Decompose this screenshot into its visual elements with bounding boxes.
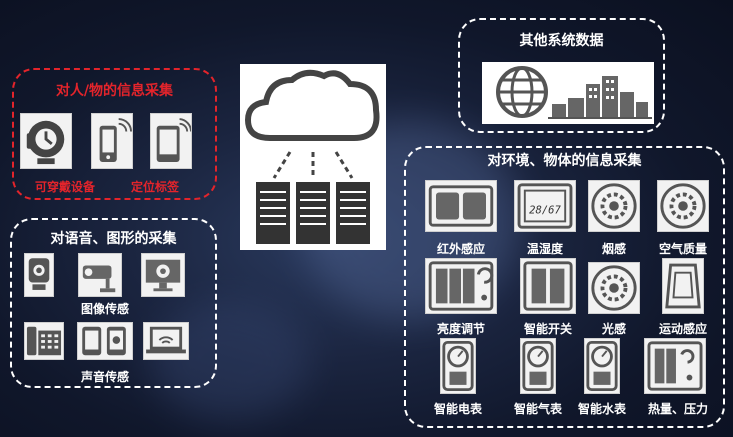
environment-collection-title: 对环境、物体的信息采集: [487, 153, 642, 169]
cloud-server-illustration: [240, 64, 386, 250]
electric-meter-icon: [440, 338, 476, 394]
wifi-laptop-icon: [143, 322, 189, 360]
gas-meter-icon: [520, 338, 556, 394]
wearable-device-label: 可穿戴设备: [34, 180, 95, 194]
smoke-detector-icon: [588, 180, 640, 232]
background-glow: [150, 300, 310, 420]
infrared-sensor-label: 红外感应: [436, 242, 485, 256]
smoke-detector-label: 烟感: [601, 242, 626, 256]
infrared-sensor-icon: [425, 180, 497, 232]
voice-image-collection-group: 对语音、图形的采集: [10, 218, 217, 388]
desk-phone-icon: [24, 322, 64, 360]
gas-meter-label: 智能气表: [513, 402, 562, 416]
personal-collection-title: 对人/物的信息采集: [55, 83, 174, 99]
smart-switch-label: 智能开关: [523, 322, 572, 336]
air-quality-icon: [657, 180, 709, 232]
other-systems-group: 其他系统数据: [458, 18, 665, 133]
other-systems-title: 其他系统数据: [519, 33, 604, 49]
electric-meter-label: 智能电表: [433, 402, 482, 416]
heat-pressure-label: 热量、压力: [647, 402, 708, 416]
voice-image-collection-title: 对语音、图形的采集: [50, 231, 177, 247]
location-tag-icon: [150, 113, 192, 169]
motion-sensor-icon: [662, 258, 704, 314]
brightness-control-icon: [425, 258, 497, 314]
thermo-hygrometer-label: 温湿度: [526, 242, 563, 256]
wearable-device-icon: [20, 113, 72, 169]
wearable-phone-icon: [91, 113, 133, 169]
water-meter-label: 智能水表: [577, 402, 626, 416]
sound-sensor-label: 声音传感: [80, 370, 129, 384]
thermo-hygrometer-icon: 28/67: [514, 180, 576, 232]
personal-collection-group: 对人/物的信息采集: [12, 68, 217, 200]
light-sensor-icon: [588, 262, 640, 314]
monitor-camera-icon: [141, 253, 185, 297]
light-sensor-label: 光感: [601, 322, 626, 336]
mobile-devices-icon: [77, 322, 133, 360]
security-camera-icon: [78, 253, 122, 297]
thermo-reading: 28/67: [529, 205, 561, 217]
brightness-control-label: 亮度调节: [436, 322, 485, 336]
webcam-icon: [24, 253, 54, 297]
globe-city-icon: [482, 62, 654, 124]
water-meter-icon: [584, 338, 620, 394]
location-tag-label: 定位标签: [130, 180, 179, 194]
motion-sensor-label: 运动感应: [658, 322, 707, 336]
air-quality-label: 空气质量: [658, 242, 707, 256]
environment-collection-group: 对环境、物体的信息采集: [404, 146, 725, 428]
heat-pressure-meter-icon: [644, 338, 706, 394]
image-sensor-label: 图像传感: [80, 302, 129, 316]
smart-switch-icon: [520, 258, 576, 314]
